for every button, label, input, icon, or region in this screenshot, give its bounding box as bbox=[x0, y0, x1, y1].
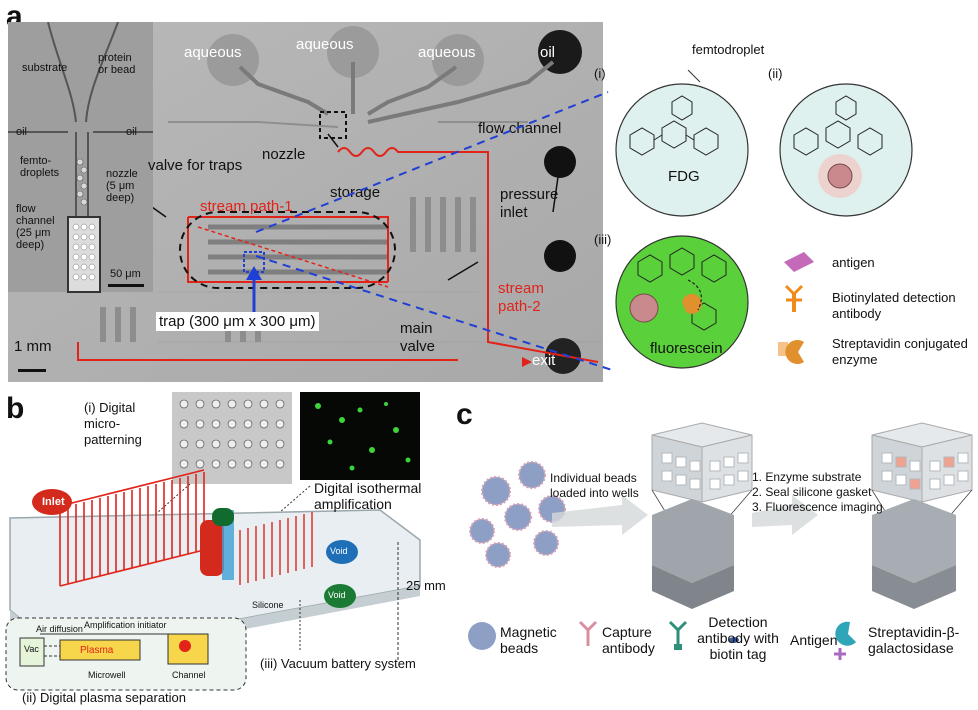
femtodroplet-diagrams bbox=[615, 69, 913, 369]
oil-port-label: oil bbox=[540, 44, 556, 61]
void-1-label: Void bbox=[330, 546, 348, 556]
step2-line3: 3. Fluorescence imaging bbox=[752, 500, 883, 514]
legend-beads-label: Magnetic beads bbox=[500, 624, 557, 656]
inset-protein-label: protein or bead bbox=[98, 52, 136, 76]
inset-oil-right-label: oil bbox=[126, 126, 138, 138]
plasma-label: Plasma bbox=[80, 645, 114, 656]
legend-strep-c-label: Streptavidin-β-galactosidase bbox=[868, 624, 960, 656]
step2-line2: 2. Seal silicone gasket bbox=[752, 485, 872, 499]
air-diffusion-label: Air diffusion bbox=[36, 624, 83, 634]
droplet-i bbox=[615, 83, 749, 217]
microwell-label: Microwell bbox=[88, 670, 126, 680]
main-valve-label: main valve bbox=[400, 320, 436, 355]
dimension-label: 25 mm bbox=[406, 578, 446, 593]
droplet-i-label: (i) bbox=[594, 66, 606, 81]
step1-label: Individual beads loaded into wells bbox=[550, 471, 639, 500]
fdg-molecule-icon bbox=[629, 95, 719, 156]
amp-initiator-label: Amplification initiator bbox=[84, 620, 167, 630]
valve-for-traps-label: valve for traps bbox=[148, 157, 243, 174]
capture-antibody-icon bbox=[578, 620, 598, 646]
inset-substrate-label: substrate bbox=[22, 62, 68, 74]
inset-femtodroplets-label: femto- droplets bbox=[20, 155, 60, 179]
antigen-icon bbox=[729, 637, 739, 643]
inset-scale-label: 50 μm bbox=[110, 268, 141, 280]
panel-c-letter: c bbox=[456, 398, 473, 431]
fdg-label: FDG bbox=[668, 168, 700, 185]
droplet-ii bbox=[779, 83, 913, 217]
panel-c-legend-icons bbox=[468, 620, 856, 660]
pressure-inlet-label: pressure inlet bbox=[500, 186, 559, 221]
flow-channel-label: flow channel bbox=[478, 120, 562, 137]
plasma-separation-label: (ii) Digital plasma separation bbox=[22, 690, 187, 705]
nozzle-label: nozzle bbox=[262, 146, 306, 163]
magnetic-bead-icon bbox=[468, 622, 496, 650]
droplet-iii-label: (iii) bbox=[594, 232, 612, 247]
well-array-2 bbox=[871, 422, 973, 503]
exit-label: exit bbox=[532, 352, 556, 369]
bead-icon bbox=[481, 476, 511, 506]
legend-detection-label: Detection antibody with biotin tag bbox=[697, 614, 779, 662]
inset-nozzle-label: nozzle (5 μm deep) bbox=[106, 168, 138, 204]
fluorescein-label: fluorescein bbox=[650, 340, 723, 357]
stream-path-2-label: stream path-2 bbox=[498, 280, 544, 315]
detection-antibody-icon bbox=[668, 620, 688, 650]
inlet-label: Inlet bbox=[42, 496, 65, 508]
droplet-ii-label: (ii) bbox=[768, 66, 783, 81]
aqueous-port-3-label: aqueous bbox=[418, 44, 476, 61]
legend-antigen-c-label: Antigen bbox=[790, 632, 838, 648]
sample-chip-device bbox=[5, 392, 421, 691]
vac-label: Vac bbox=[24, 644, 39, 654]
legend-biotin-label: Biotinylated detection antibody bbox=[832, 290, 956, 321]
void-2-label: Void bbox=[328, 590, 346, 600]
legend-capture-label: Capture antibody bbox=[602, 624, 655, 656]
well-array-1 bbox=[651, 422, 753, 503]
microfluidic-chip-photo bbox=[8, 22, 603, 382]
micro-patterning-label: (i) Digital micro- patterning bbox=[84, 400, 142, 447]
inset-flow-channel-label: flow channel (25 μm deep) bbox=[16, 203, 55, 251]
biotinylated-antibody-icon bbox=[784, 284, 804, 312]
isothermal-label: Digital isothermal amplification bbox=[314, 480, 422, 512]
antigen-icon bbox=[784, 252, 814, 272]
inset-oil-left-label: oil bbox=[16, 126, 28, 138]
silicone-label: Silicone bbox=[252, 600, 284, 610]
streptavidin-enzyme-icon bbox=[778, 340, 804, 364]
trap-label: trap (300 μm x 300 μm) bbox=[156, 312, 319, 331]
streptavidin-galactosidase-icon bbox=[834, 621, 856, 660]
step2-line1: 1. Enzyme substrate bbox=[752, 470, 862, 484]
scale-1mm-label: 1 mm bbox=[14, 338, 52, 355]
aqueous-port-1-label: aqueous bbox=[184, 44, 242, 61]
vacuum-label: (iii) Vacuum battery system bbox=[260, 656, 416, 671]
bead-icon bbox=[827, 163, 853, 189]
aqueous-port-2-label: aqueous bbox=[296, 36, 354, 53]
legend-strep-label: Streptavidin conjugated enzyme bbox=[832, 336, 968, 367]
channel-label: Channel bbox=[172, 670, 206, 680]
legend-antigen-label: antigen bbox=[832, 255, 875, 270]
stream-path-1-label: stream path-1 bbox=[200, 198, 293, 215]
femtodroplet-label: femtodroplet bbox=[692, 42, 765, 57]
panel-b-letter: b bbox=[6, 392, 25, 425]
bead-assay-workflow bbox=[469, 422, 973, 609]
